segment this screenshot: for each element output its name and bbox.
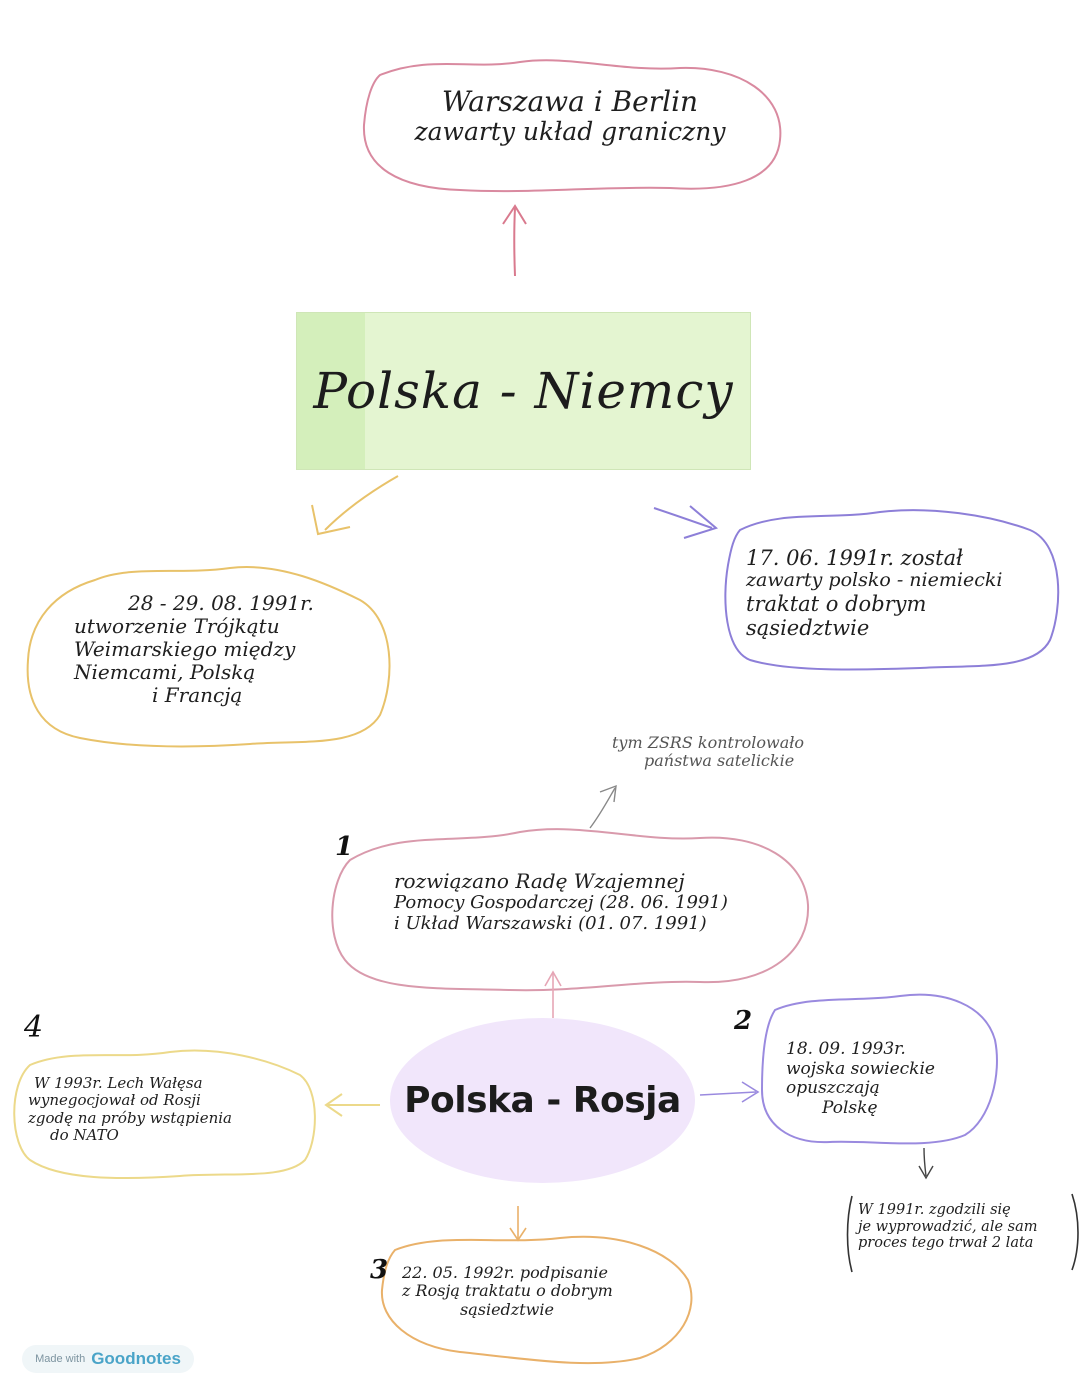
node-walesa-text: W 1993r. Lech Wałęsa wynegocjował od Ros… — [28, 1074, 308, 1144]
node-treaty-number: 3 — [370, 1255, 389, 1285]
node-troops-line-2: wojska sowieckie — [786, 1058, 935, 1079]
node-treaty-line-2: z Rosją traktatu o dobrym — [402, 1281, 613, 1301]
arrow-to-right — [653, 505, 719, 539]
node-left-line-2: utworzenie Trójkątu — [74, 614, 280, 638]
node-walesa-line-3: zgodę na próby wstąpienia — [28, 1108, 232, 1127]
node-top-line-1: Warszawa i Berlin — [441, 85, 699, 118]
arrow-russia-to-treaty — [509, 1206, 527, 1242]
node-rwpg-line-3: i Układ Warszawski (01. 07. 1991) — [394, 912, 707, 934]
cloud-rwpg — [331, 828, 810, 992]
cloud-top — [362, 59, 782, 193]
node-agreed-line-3: proces tego trwał 2 lata — [858, 1235, 1034, 1252]
node-troops-line-1: 18. 09. 1993r. — [786, 1039, 906, 1059]
arrow-to-note — [589, 784, 617, 829]
cloud-treaty — [380, 1235, 693, 1365]
node-note-line-2: państwa satelickie — [644, 751, 795, 771]
node-note-text: tym ZSRS kontrolowało państwa satelickie — [612, 733, 872, 771]
cloud-troops — [760, 993, 998, 1145]
arrow-up-to-top — [502, 204, 527, 277]
node-left-line-5: i Francją — [152, 683, 243, 707]
node-rwpg-line-2: Pomocy Gospodarczej (28. 06. 1991) — [394, 892, 728, 913]
badge-brand: Goodnotes — [91, 1349, 181, 1368]
node-left-line-4: Niemcami, Polską — [74, 660, 256, 684]
cloud-left — [26, 566, 391, 748]
node-top-text: Warszawa i Berlin zawarty układ graniczn… — [390, 85, 750, 147]
node-agreed-line-2: je wyprowadzić, ale sam — [858, 1218, 1038, 1235]
node-left-text: 28 - 29. 08. 1991r. utworzenie Trójkątu … — [74, 592, 374, 707]
node-troops-line-4: Polskę — [822, 1097, 878, 1118]
node-rwpg-line-1: rozwiązano Radę Wzajemnej — [394, 869, 685, 893]
arrow-troops-to-agreed — [918, 1147, 934, 1180]
node-walesa-line-4: do NATO — [50, 1125, 119, 1144]
badge-prefix: Made with — [35, 1353, 86, 1365]
node-center-strip — [297, 313, 365, 469]
node-right-line-4: sąsiedztwie — [746, 616, 870, 641]
node-right-line-3: traktat o dobrym — [746, 591, 927, 616]
node-left-line-3: Weimarskiego między — [74, 637, 296, 661]
bracket-right — [1071, 1193, 1079, 1271]
node-left-line-1: 28 - 29. 08. 1991r. — [128, 591, 314, 615]
node-treaty-line-1: 22. 05. 1992r. podpisanie — [402, 1263, 608, 1282]
node-agreed-line-1: W 1991r. zgodzili się — [858, 1202, 1011, 1218]
arrow-to-left — [311, 475, 399, 536]
arrow-russia-to-troops — [699, 1081, 760, 1103]
node-troops-text: 18. 09. 1993r. wojska sowieckie opuszcza… — [786, 1039, 986, 1118]
node-walesa-number: 4 — [24, 1010, 44, 1045]
node-note-line-1: tym ZSRS kontrolowało — [612, 733, 805, 752]
arrow-russia-to-rwpg — [544, 970, 562, 1018]
node-agreed-text: W 1991r. zgodzili się je wyprowadzić, al… — [858, 1202, 1072, 1252]
node-troops-number: 2 — [734, 1006, 753, 1036]
node-right-text: 17. 06. 1991r. został zawarty polsko - n… — [746, 546, 1046, 640]
made-with-goodnotes-badge: Made with Goodnotes — [22, 1345, 194, 1373]
cloud-right — [724, 509, 1060, 671]
node-walesa-line-2: wynegocjował od Rosji — [28, 1091, 201, 1110]
node-russia-label: Polska - Rosja — [404, 1080, 681, 1121]
node-rwpg-number: 1 — [335, 832, 354, 862]
node-center-label: Polska - Niemcy — [313, 362, 734, 420]
node-right-line-2: zawarty polsko - niemiecki — [746, 569, 1003, 592]
node-top-line-2: zawarty układ graniczny — [414, 117, 726, 147]
cloud-walesa — [13, 1049, 316, 1180]
arrow-russia-to-walesa — [324, 1093, 381, 1117]
node-rwpg-text: rozwiązano Radę Wzajemnej Pomocy Gospoda… — [394, 870, 794, 934]
node-walesa-line-1: W 1993r. Lech Wałęsa — [34, 1074, 203, 1092]
node-center-box: Polska - Niemcy — [296, 312, 751, 470]
node-troops-line-3: opuszczają — [786, 1078, 880, 1099]
bracket-left — [846, 1195, 853, 1273]
node-treaty-text: 22. 05. 1992r. podpisanie z Rosją trakta… — [402, 1263, 682, 1319]
node-right-line-1: 17. 06. 1991r. został — [746, 546, 963, 570]
node-treaty-line-3: sąsiedztwie — [460, 1299, 554, 1319]
node-russia-ellipse: Polska - Rosja — [390, 1018, 695, 1183]
